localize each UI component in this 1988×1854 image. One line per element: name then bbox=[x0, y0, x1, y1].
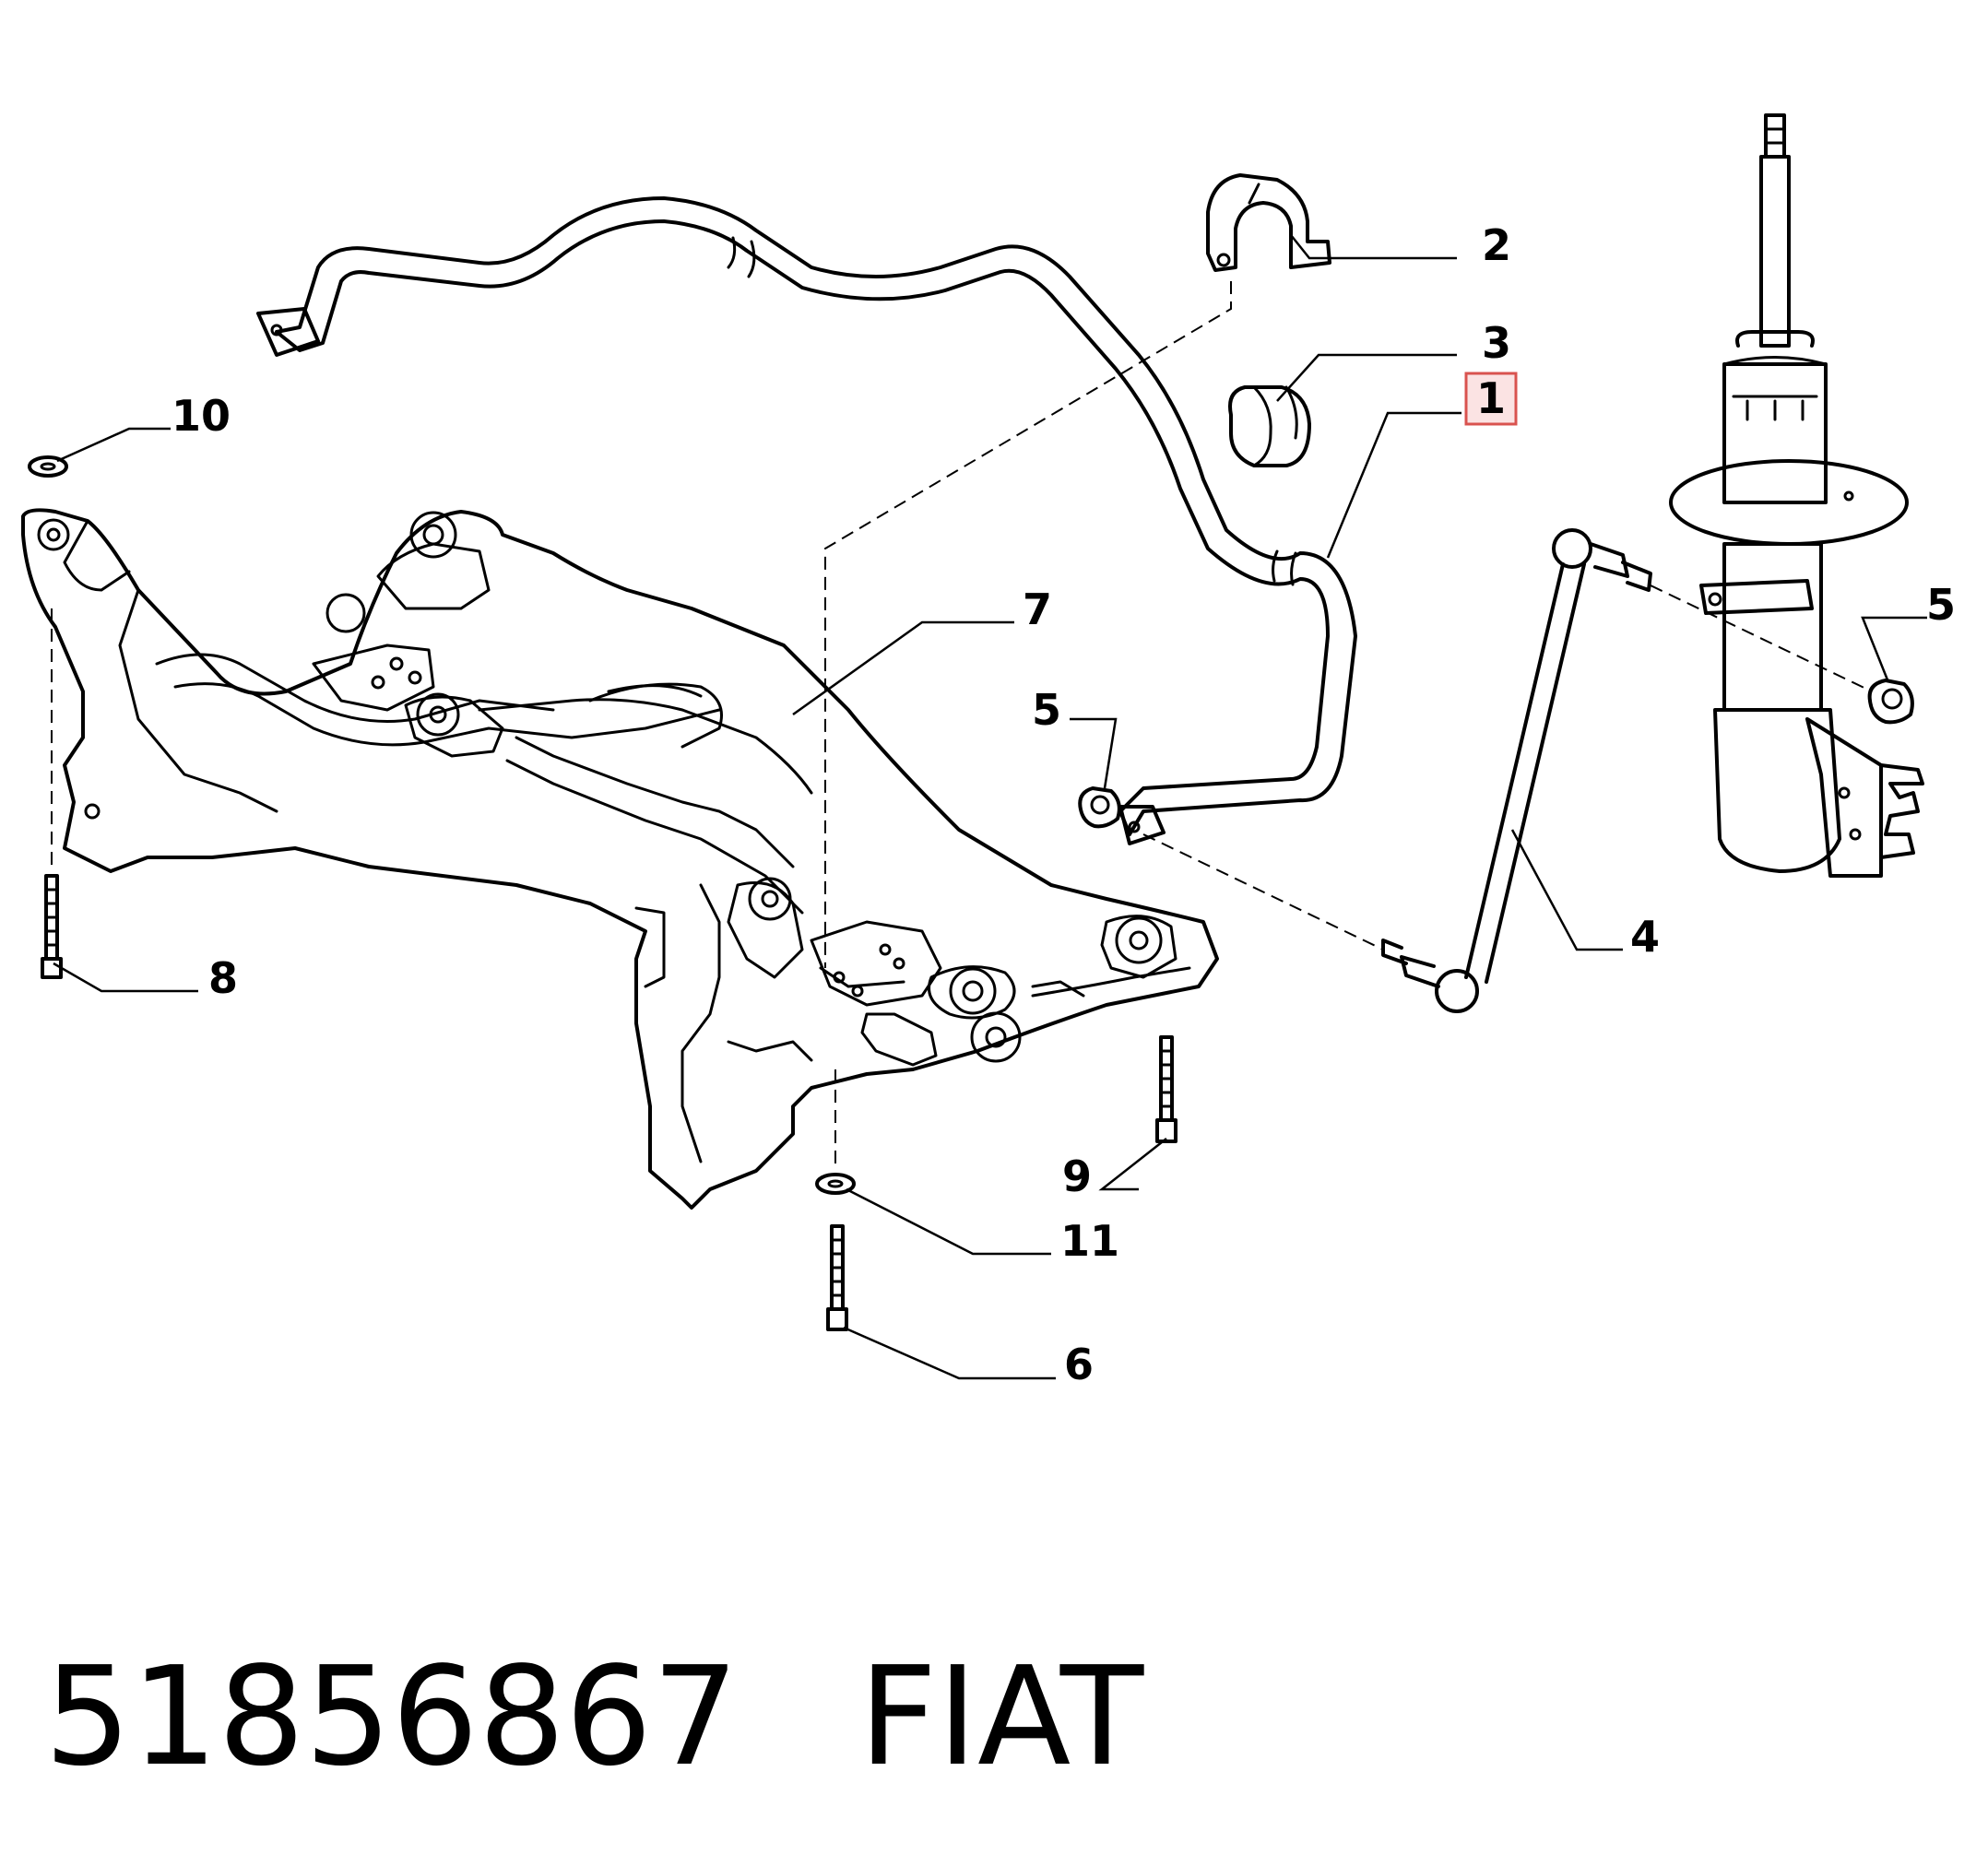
washer-10[interactable] bbox=[28, 455, 68, 478]
callout-9[interactable]: 9 bbox=[1062, 1151, 1092, 1201]
bar-clamp[interactable] bbox=[1206, 173, 1331, 272]
callout-1-highlight bbox=[1464, 372, 1518, 426]
stabilizer-bar[interactable] bbox=[256, 196, 1357, 845]
callout-7[interactable]: 7 bbox=[1023, 585, 1052, 634]
callout-5-left[interactable]: 5 bbox=[1032, 685, 1061, 735]
nut-left[interactable] bbox=[1078, 786, 1121, 829]
callout-2[interactable]: 2 bbox=[1482, 220, 1511, 270]
brand-name: FIAT bbox=[858, 1637, 1144, 1796]
callout-10[interactable]: 10 bbox=[172, 391, 231, 441]
leader-lines bbox=[53, 234, 1927, 1380]
callout-1[interactable]: 1 bbox=[1476, 373, 1506, 423]
stabilizer-link[interactable] bbox=[1381, 528, 1652, 1013]
front-subframe[interactable] bbox=[21, 508, 1219, 1210]
part-caption: 51856867 FIAT bbox=[44, 1615, 1143, 1818]
part-number: 51856867 bbox=[44, 1637, 740, 1796]
callout-labels: 1 2 3 4 5 5 6 7 8 9 10 11 bbox=[172, 220, 1956, 1389]
rubber-bushing[interactable] bbox=[1228, 385, 1311, 467]
washer-11[interactable] bbox=[815, 1173, 856, 1195]
bolt-6[interactable] bbox=[826, 1224, 848, 1331]
callout-4[interactable]: 4 bbox=[1630, 912, 1660, 962]
shock-absorber-strut bbox=[1669, 113, 1924, 878]
bolt-9[interactable] bbox=[1155, 1035, 1177, 1143]
bolt-8[interactable] bbox=[41, 874, 63, 979]
callout-6[interactable]: 6 bbox=[1064, 1340, 1094, 1389]
alignment-lines bbox=[51, 281, 1873, 1171]
nut-right[interactable] bbox=[1867, 679, 1914, 725]
callout-11[interactable]: 11 bbox=[1060, 1216, 1119, 1266]
callout-3[interactable]: 3 bbox=[1482, 318, 1511, 368]
callout-8[interactable]: 8 bbox=[208, 953, 238, 1003]
callout-5-right[interactable]: 5 bbox=[1926, 580, 1956, 630]
